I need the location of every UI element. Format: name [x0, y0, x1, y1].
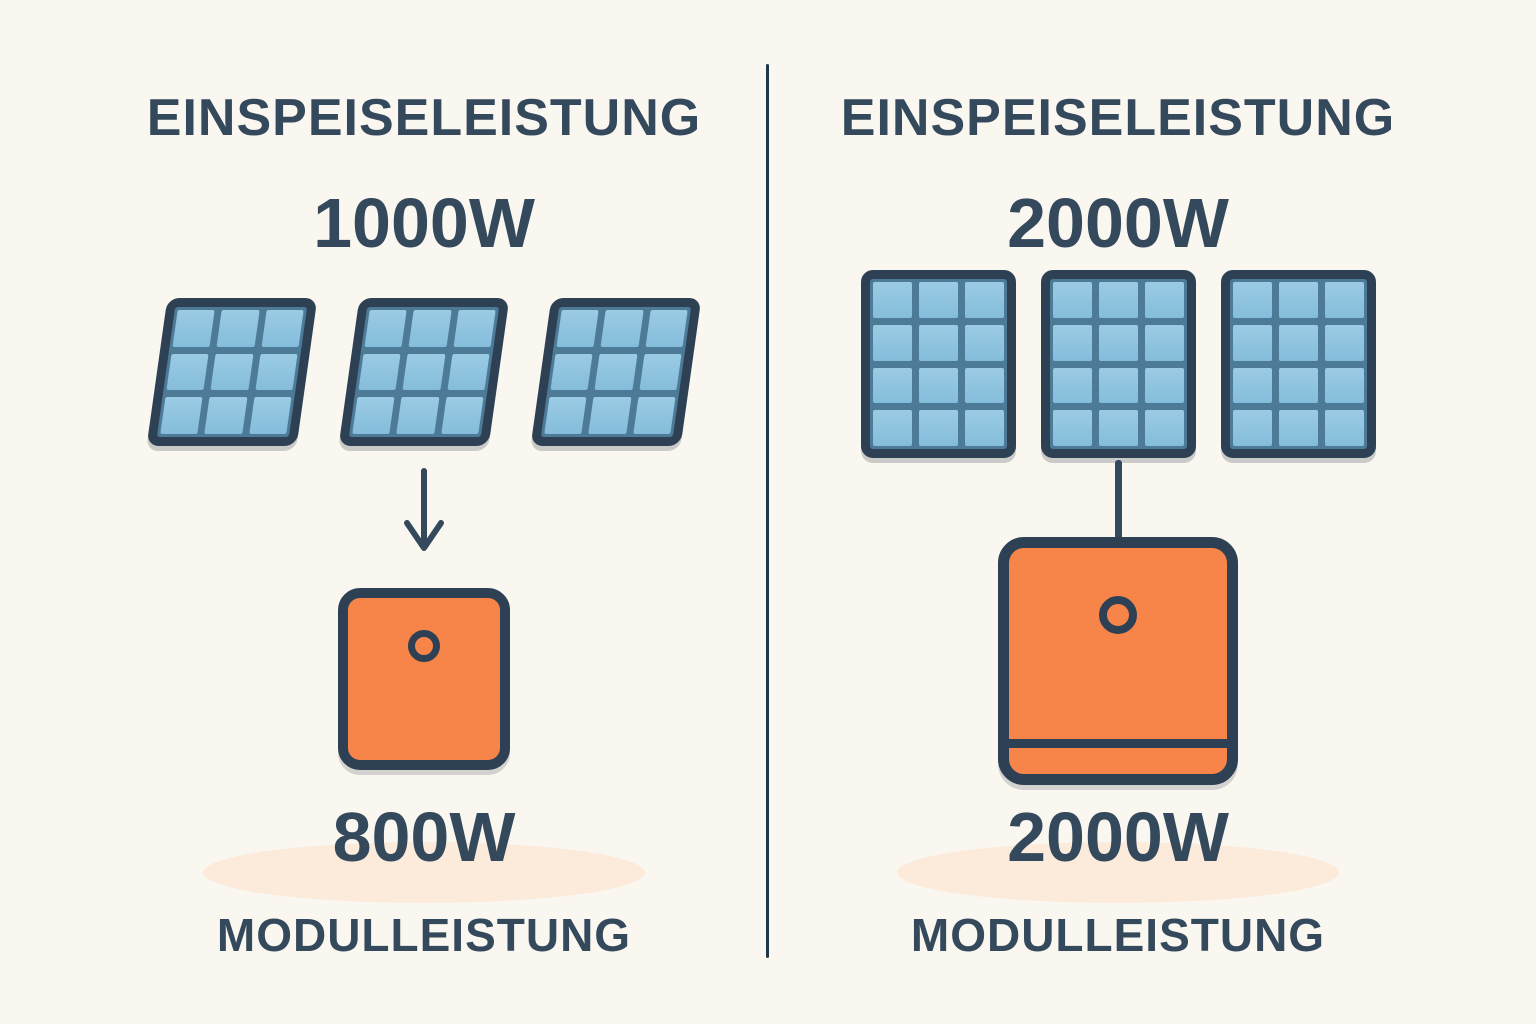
- panel-cell: [261, 310, 304, 347]
- panel-cell: [1144, 282, 1184, 318]
- panel-cell: [1052, 282, 1092, 318]
- panel-cell: [556, 310, 600, 347]
- panel-cell: [402, 353, 446, 391]
- panel-cell: [352, 397, 395, 434]
- panel-cell: [1324, 367, 1364, 404]
- panel-cell: [1232, 282, 1272, 318]
- panel-cell: [600, 310, 644, 347]
- panel-cell: [358, 353, 401, 391]
- panel-cell: [1232, 367, 1272, 404]
- inverter-box-large: [998, 537, 1238, 785]
- solar-panel-group-right: [734, 270, 1502, 458]
- section-feed-in-1000w: EINSPEISELEISTUNG 1000W 800W MODULLEISTU…: [40, 0, 808, 1024]
- panel-cell: [872, 282, 912, 318]
- panel-cell: [964, 282, 1004, 318]
- panel-cell: [447, 353, 490, 391]
- feed-in-title-right: EINSPEISELEISTUNG: [840, 89, 1396, 147]
- panel-cell: [255, 353, 298, 391]
- panel-cell: [166, 353, 209, 391]
- panel-cell: [1098, 410, 1138, 446]
- panel-cell: [1278, 367, 1318, 404]
- panel-cell: [1232, 324, 1272, 361]
- solar-panel-icon: [1040, 270, 1196, 458]
- panel-cell: [964, 324, 1004, 361]
- module-label-right: MODULLEISTUNG: [910, 909, 1326, 961]
- panel-cell: [440, 397, 484, 434]
- panel-cell: [1324, 324, 1364, 361]
- feed-in-power-left: 1000W: [313, 184, 535, 262]
- power-led-icon: [408, 630, 440, 662]
- panel-cell: [172, 310, 216, 347]
- panel-cell: [1052, 324, 1092, 361]
- panel-cell: [872, 367, 912, 404]
- ground-shadow-ellipse: [897, 842, 1339, 903]
- panel-cell: [918, 367, 958, 404]
- panel-cell: [1324, 282, 1364, 318]
- inverter-box-small: [338, 588, 510, 770]
- panel-cell: [550, 353, 593, 391]
- panel-cell: [632, 397, 676, 434]
- panel-cell: [594, 353, 638, 391]
- ground-shadow-ellipse: [203, 842, 645, 903]
- panel-cell: [1052, 410, 1092, 446]
- panel-cell: [210, 353, 254, 391]
- panel-cell: [588, 397, 632, 434]
- solar-panel-icon: [146, 298, 318, 446]
- panel-cell: [1098, 282, 1138, 318]
- panel-cell: [1052, 367, 1092, 404]
- panel-cell: [1098, 367, 1138, 404]
- panel-cell: [872, 324, 912, 361]
- panel-cell: [1278, 410, 1318, 446]
- module-power-right: 2000W: [1007, 798, 1229, 876]
- panel-cell: [964, 367, 1004, 404]
- panel-cell: [918, 324, 958, 361]
- solar-panel-icon: [860, 270, 1016, 458]
- panel-cell: [918, 282, 958, 318]
- feed-in-title-left: EINSPEISELEISTUNG: [146, 89, 702, 147]
- panel-cell: [408, 310, 452, 347]
- panel-cell: [918, 410, 958, 446]
- device-bottom-band: [998, 739, 1238, 748]
- panel-cell: [248, 397, 292, 434]
- panel-cell: [1324, 410, 1364, 446]
- solar-panel-icon: [338, 298, 510, 446]
- solar-panel-icon: [1220, 270, 1376, 458]
- divider-line: [766, 64, 769, 958]
- module-label-left: MODULLEISTUNG: [216, 909, 632, 961]
- cable-connector-line: [1115, 460, 1122, 542]
- panel-cell: [204, 397, 248, 434]
- solar-panel-icon: [530, 298, 702, 446]
- panel-cell: [1278, 324, 1318, 361]
- panel-cell: [1232, 410, 1272, 446]
- panel-cell: [1098, 324, 1138, 361]
- panel-cell: [364, 310, 408, 347]
- panel-cell: [1144, 367, 1184, 404]
- panel-cell: [453, 310, 496, 347]
- panel-cell: [1144, 410, 1184, 446]
- panel-cell: [160, 397, 203, 434]
- arrow-down-icon: [40, 468, 808, 556]
- solar-panel-group-left: [40, 298, 808, 446]
- panel-cell: [872, 410, 912, 446]
- panel-cell: [544, 397, 587, 434]
- section-feed-in-2000w: EINSPEISELEISTUNG 2000W 2000W MODULLEIST…: [734, 0, 1502, 1024]
- panel-cell: [1144, 324, 1184, 361]
- panel-cell: [216, 310, 260, 347]
- panel-cell: [396, 397, 440, 434]
- panel-cell: [645, 310, 688, 347]
- module-power-left: 800W: [332, 798, 516, 876]
- power-led-icon: [1099, 596, 1137, 634]
- feed-in-power-right: 2000W: [1007, 184, 1229, 262]
- panel-cell: [639, 353, 682, 391]
- panel-cell: [1278, 282, 1318, 318]
- panel-cell: [964, 410, 1004, 446]
